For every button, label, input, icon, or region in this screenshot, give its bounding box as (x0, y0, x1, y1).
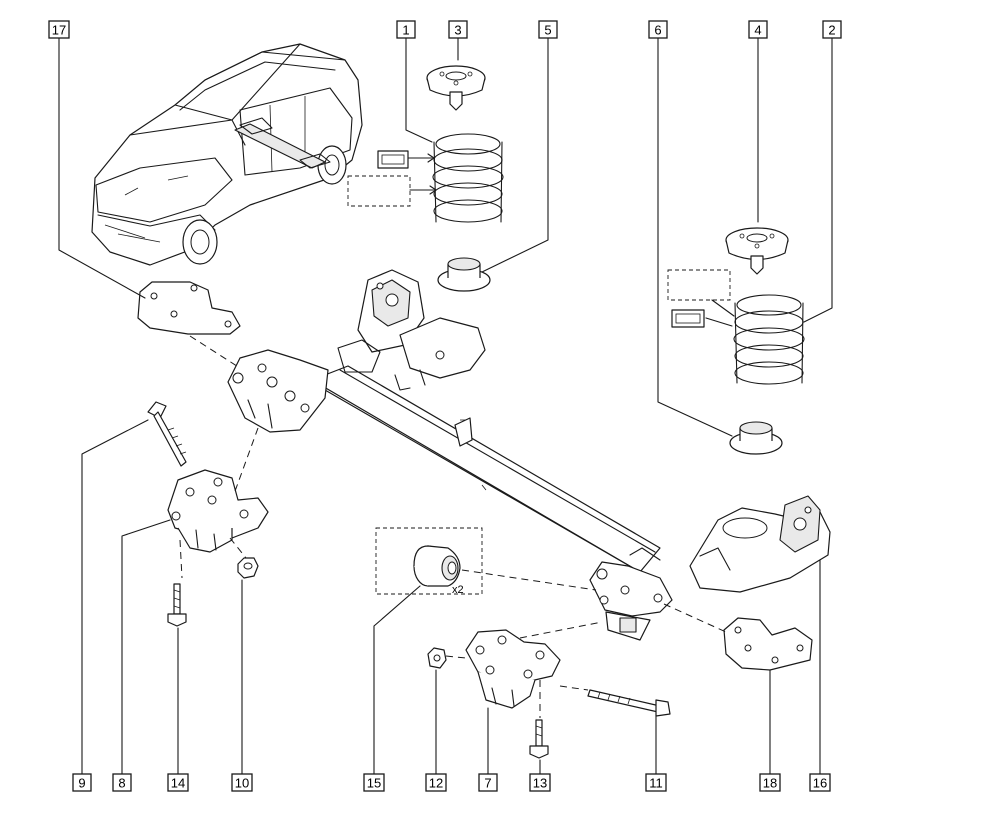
svg-text:8: 8 (118, 776, 125, 791)
bushing-dashed-box (375, 527, 483, 595)
leader-lines (58, 35, 833, 775)
svg-text:15: 15 (367, 776, 381, 791)
nut-10-icon (237, 557, 259, 579)
bump-stop-right-icon (729, 421, 783, 455)
callout-3: 3 (448, 20, 468, 39)
svg-text:1: 1 (402, 23, 409, 38)
bracket-7-icon (465, 629, 561, 709)
svg-text:17: 17 (52, 23, 66, 38)
callout-4: 4 (748, 20, 768, 39)
bolt-11-icon (587, 689, 671, 717)
svg-text:13: 13 (533, 776, 547, 791)
spring-seat-upper-left-icon (426, 65, 486, 111)
callout-8: 8 (112, 773, 132, 792)
callout-13: 13 (529, 773, 551, 792)
bolt-13-icon (529, 719, 549, 759)
dashed-box-left (347, 175, 411, 207)
callout-7: 7 (478, 773, 498, 792)
rear-axle-beam-icon (227, 269, 831, 641)
bolt-9-icon (147, 401, 187, 467)
callout-5: 5 (538, 20, 558, 39)
svg-text:10: 10 (235, 776, 249, 791)
reinforcement-plate-18-icon (723, 617, 813, 671)
callout-6: 6 (648, 20, 668, 39)
callout-11: 11 (645, 773, 667, 792)
callout-10: 10 (231, 773, 253, 792)
coil-spring-right-icon (733, 294, 805, 385)
coil-spring-left-icon (432, 133, 504, 223)
reinforcement-plate-17-icon (137, 281, 241, 335)
nut-12-icon (427, 647, 447, 669)
callout-2: 2 (822, 20, 842, 39)
callout-12: 12 (425, 773, 447, 792)
svg-text:9: 9 (78, 776, 85, 791)
dashed-box-right (667, 269, 731, 301)
callout-1: 1 (396, 20, 416, 39)
marking-box-left (377, 150, 409, 169)
svg-text:16: 16 (813, 776, 827, 791)
svg-text:6: 6 (654, 23, 661, 38)
callout-14: 14 (167, 773, 189, 792)
spring-seat-upper-right-icon (725, 227, 789, 275)
silent-block-bushing-icon (413, 545, 461, 587)
assembly-dashed-lines (179, 335, 727, 718)
svg-text:3: 3 (454, 23, 461, 38)
svg-text:5: 5 (544, 23, 551, 38)
svg-text:11: 11 (649, 776, 663, 791)
svg-text:12: 12 (429, 776, 443, 791)
marking-box-right (671, 309, 705, 328)
bracket-8-icon (167, 469, 269, 553)
bolt-14-icon (167, 583, 187, 627)
svg-text:18: 18 (763, 776, 777, 791)
vehicle-illustration-icon (91, 43, 363, 266)
svg-text:14: 14 (171, 776, 185, 791)
svg-text:4: 4 (754, 23, 761, 38)
callout-15: 15 (363, 773, 385, 792)
svg-text:7: 7 (484, 776, 491, 791)
callout-18: 18 (759, 773, 781, 792)
bump-stop-left-icon (437, 257, 491, 292)
svg-text:2: 2 (828, 23, 835, 38)
callout-17: 17 (48, 20, 70, 39)
quantity-note: x2 (452, 584, 464, 596)
callout-9: 9 (72, 773, 92, 792)
callout-16: 16 (809, 773, 831, 792)
